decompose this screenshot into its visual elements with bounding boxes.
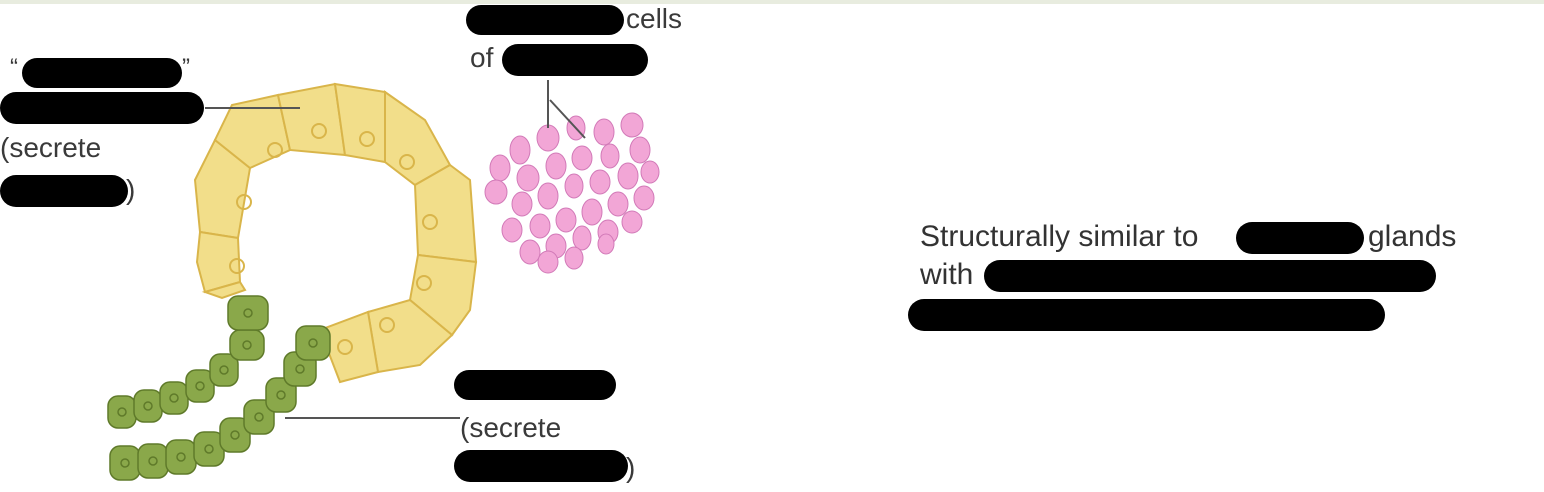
- top-border-strip: [0, 0, 1544, 4]
- redacted-note-line3: [908, 299, 1385, 331]
- redacted-label-secretion-top: [0, 175, 128, 207]
- note-line1-end: glands: [1368, 220, 1457, 253]
- acinus-nuclei: [229, 123, 438, 355]
- redacted-label-quoted: [22, 58, 182, 88]
- of-label: of: [470, 42, 494, 73]
- note-line1-start: Structurally similar to: [920, 220, 1199, 253]
- granule-cluster: [484, 112, 660, 274]
- leader-line-granule-b: [549, 99, 586, 139]
- acinus-cell: [201, 280, 247, 300]
- secretory-acinus: [193, 82, 478, 384]
- note-line2-start: with: [920, 258, 974, 291]
- acinus-cell: [413, 163, 478, 264]
- close-paren-bottom: ): [626, 452, 636, 483]
- redacted-label-secretion-bottom: [454, 450, 628, 482]
- redacted-label-top: [466, 5, 624, 35]
- secrete-label-top: (secrete: [0, 132, 102, 163]
- cells-label: cells: [626, 3, 683, 34]
- redacted-note-gland-type: [1236, 222, 1364, 254]
- secrete-label-bottom: (secrete: [460, 412, 562, 443]
- redacted-note-line2: [984, 260, 1436, 292]
- redacted-label-of: [502, 44, 648, 76]
- close-paren-top: ): [126, 174, 136, 205]
- open-quote: “: [10, 54, 18, 81]
- redacted-label-cell-type: [0, 92, 204, 124]
- leader-lines: [205, 80, 586, 419]
- duct: [107, 295, 331, 481]
- acinus-cell: [276, 82, 347, 157]
- duct-nuclei: [117, 308, 318, 468]
- redacted-label-duct: [454, 370, 616, 400]
- close-quote: ”: [182, 54, 190, 81]
